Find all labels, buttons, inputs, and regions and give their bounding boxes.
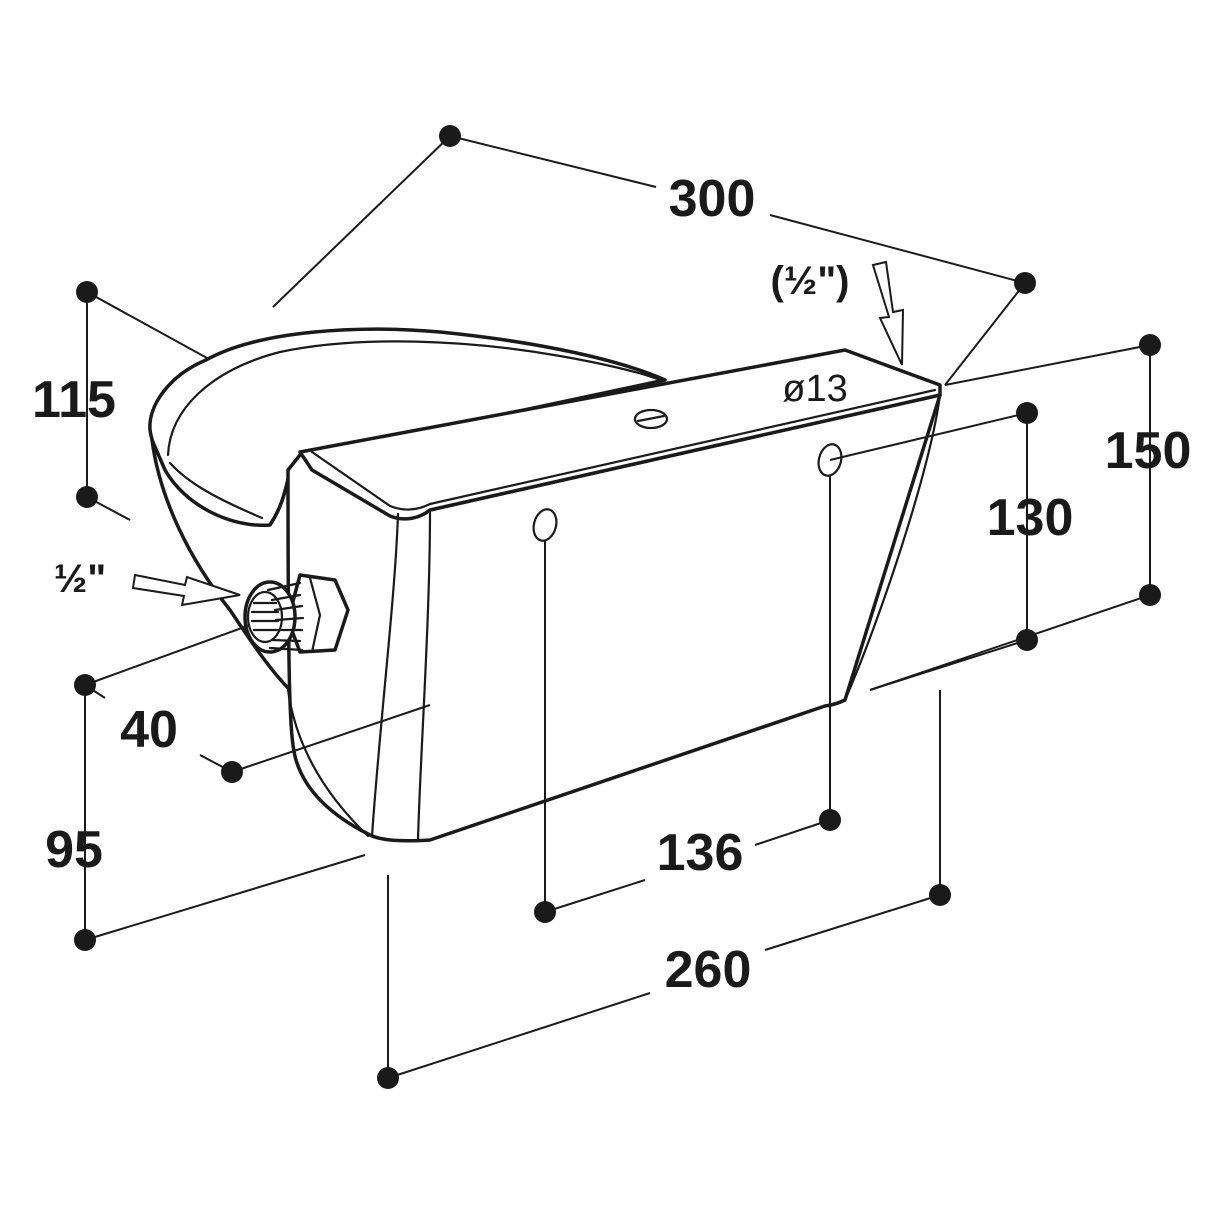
dim-130-label: 130: [987, 489, 1074, 547]
inlet-side-label: ½": [54, 557, 106, 601]
inlet-top-label: (½"): [771, 259, 850, 303]
inlet-side-arrow: [131, 573, 241, 607]
dim-115-label: 115: [32, 371, 116, 429]
dim-95-label: 95: [45, 821, 103, 879]
hole-diameter-label: ø13: [782, 368, 847, 410]
dimension-dots: [74, 125, 1161, 1089]
dim-260-label: 260: [665, 941, 752, 999]
dim-150-label: 150: [1105, 422, 1192, 480]
dim-300-label: 300: [669, 170, 756, 228]
threaded-inlet-fitting: [243, 573, 350, 654]
dim-40-label: 40: [120, 701, 178, 759]
dimension-lines: [84, 135, 1151, 1079]
dim-136-label: 136: [657, 824, 744, 882]
inlet-top-arrow: [871, 260, 905, 366]
